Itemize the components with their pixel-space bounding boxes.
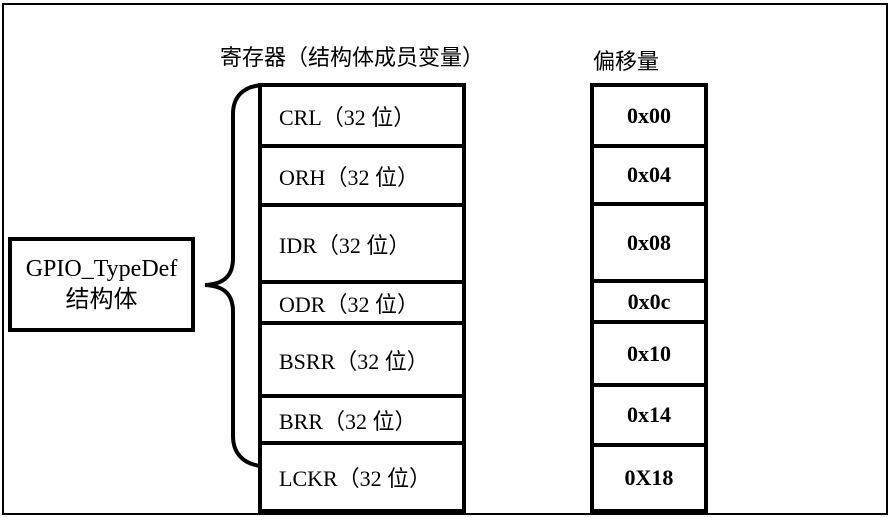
register-cell-odr: ODR（32 位） — [258, 280, 466, 325]
struct-type-label: 结构体 — [65, 286, 138, 313]
offset-column-header: 偏移量 — [593, 49, 660, 74]
offset-cell-0x04: 0x04 — [590, 144, 708, 206]
curly-brace — [190, 75, 275, 475]
gpio-typedef-struct-box: GPIO_TypeDef 结构体 — [8, 237, 195, 332]
struct-name-label: GPIO_TypeDef — [25, 255, 178, 282]
offset-cell-0x08: 0x08 — [590, 202, 708, 283]
register-cell-orh: ORH（32 位） — [258, 144, 466, 207]
offset-cell-0x10: 0x10 — [590, 320, 708, 387]
register-cell-lckr: LCKR（32 位） — [258, 441, 466, 513]
register-cell-bsrr: BSRR（32 位） — [258, 321, 466, 398]
registers-column-header: 寄存器（结构体成员变量） — [220, 45, 485, 70]
offset-cell-0x00: 0x00 — [590, 83, 708, 148]
outer-border — [2, 3, 888, 515]
register-cell-brr: BRR（32 位） — [258, 394, 466, 445]
register-cell-crl: CRL（32 位） — [258, 83, 466, 148]
offset-cell-0x14: 0x14 — [590, 383, 708, 447]
offset-cell-0x18: 0X18 — [590, 443, 708, 513]
offset-cell-0x0c: 0x0c — [590, 279, 708, 324]
register-cell-idr: IDR（32 位） — [258, 203, 466, 284]
